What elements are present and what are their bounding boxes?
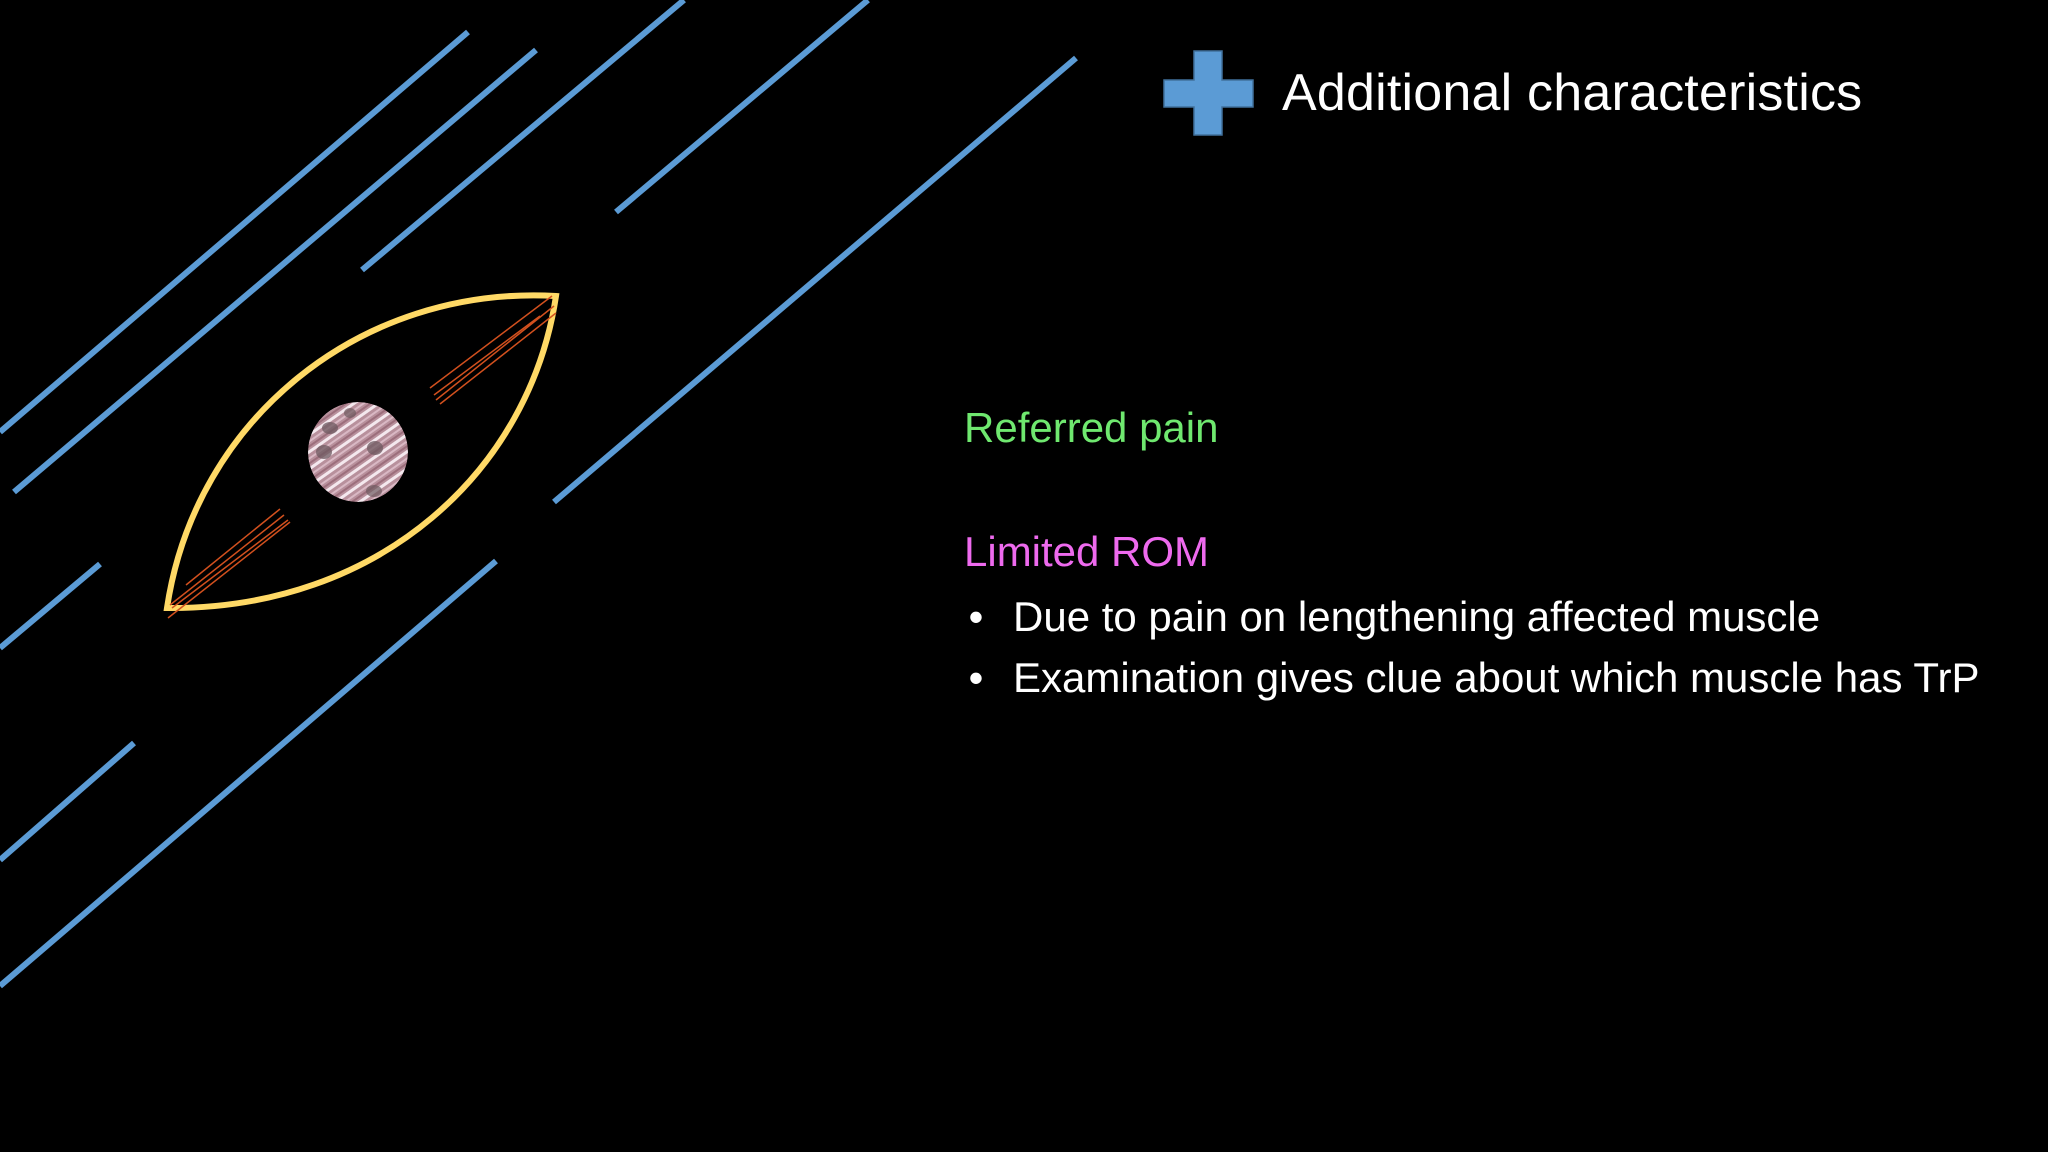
contracted-fibers-upper: [429, 295, 557, 405]
limited-rom-heading: Limited ROM: [964, 528, 1210, 575]
bullet-dot-icon: •: [968, 593, 984, 640]
slide-content: Referred pain Limited ROM • Due to pain …: [964, 402, 2004, 708]
bullet-item: • Due to pain on lengthening affected mu…: [964, 586, 2004, 647]
slide-header: Additional characteristics: [1162, 48, 1862, 138]
referred-pain-heading: Referred pain: [964, 404, 1219, 451]
bullet-text: Due to pain on lengthening affected musc…: [1013, 593, 1821, 640]
muscle-fiber-lines: [0, 0, 1078, 989]
slide-title: Additional characteristics: [1282, 64, 1863, 122]
plus-icon: [1163, 50, 1254, 136]
bullet-item: • Examination gives clue about which mus…: [964, 647, 2004, 708]
muscle-trigger-point-diagram: [0, 0, 1078, 989]
bullet-dot-icon: •: [968, 654, 984, 701]
taut-band-outline: [163, 292, 560, 612]
contracted-fibers-lower: [167, 508, 291, 619]
trigger-point-knot: [308, 402, 408, 502]
limited-rom-bullet-list: • Due to pain on lengthening affected mu…: [964, 586, 2004, 708]
bullet-text: Examination gives clue about which muscl…: [1013, 654, 1980, 701]
